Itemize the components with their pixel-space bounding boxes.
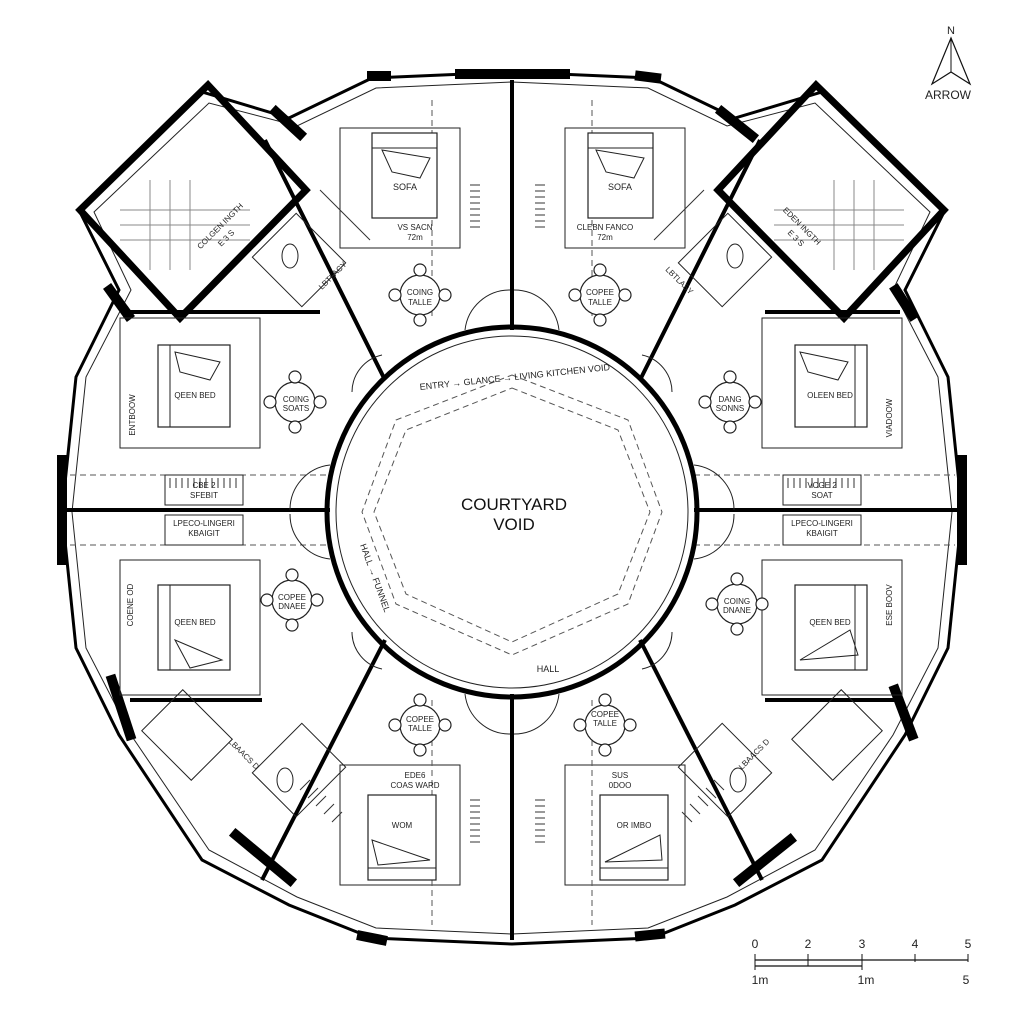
void-label: VOID bbox=[493, 515, 535, 534]
bed-right-upper bbox=[794, 344, 868, 428]
sub-label-bottom-left: EDE6 bbox=[405, 771, 426, 780]
sofa-label-top-left: SOFA bbox=[393, 182, 417, 192]
table-left-lower bbox=[260, 568, 324, 632]
table-label-top-left-2: TALLE bbox=[408, 298, 432, 307]
partitions bbox=[66, 80, 960, 940]
table-label-right-upper-1: DANG bbox=[718, 395, 741, 404]
sub-label-bottom-right: SUS bbox=[612, 771, 628, 780]
side-label-left-lower: COENE OD bbox=[126, 583, 135, 626]
table-label-bottom-right-2: TALLE bbox=[593, 719, 617, 728]
north-letter: N bbox=[947, 25, 955, 37]
bath-label-bottom-right: LBAACS D bbox=[737, 737, 772, 772]
table-label-left-upper-2: SOATS bbox=[283, 404, 310, 413]
ring-label-top: ENTRY → GLANCE → LIVING KITCHEN VOID bbox=[419, 362, 611, 392]
bed-bottom-left bbox=[367, 794, 437, 881]
table-bottom-left bbox=[388, 693, 452, 757]
bed-left-upper bbox=[157, 344, 231, 428]
table-label-right-upper-2: SONNS bbox=[716, 404, 744, 413]
side-label-left-upper: ENTBOOW bbox=[128, 394, 137, 436]
table-right-upper bbox=[698, 370, 762, 434]
sub2-label-bottom-left: COAS WARD bbox=[390, 781, 439, 790]
room-outlines bbox=[119, 127, 903, 886]
courtyard-label: COURTYARD bbox=[461, 495, 567, 514]
table-label-right-lower-1: COING bbox=[724, 597, 750, 606]
sofa-top-left bbox=[371, 132, 438, 219]
scale-tick-4: 5 bbox=[965, 937, 972, 951]
tables bbox=[260, 263, 769, 757]
bed-bottom-right bbox=[599, 794, 669, 881]
closet-label-right-upper-2: SOAT bbox=[811, 491, 832, 500]
scale-tick-1: 2 bbox=[805, 937, 812, 951]
sub2-label-top-right: 72m bbox=[597, 233, 613, 242]
bath-label-bottom-left: LBAACS D bbox=[227, 737, 262, 772]
bed-left-lower bbox=[157, 584, 231, 671]
sofa-label-top-right: SOFA bbox=[608, 182, 632, 192]
sub-label-top-right: CLEBN FANCO bbox=[577, 223, 633, 232]
sub2-label-top-left: 72m bbox=[407, 233, 423, 242]
table-label-top-right-2: TALLE bbox=[588, 298, 612, 307]
ring-label-left: HALL → FUNNEL bbox=[358, 542, 392, 613]
table-left-upper bbox=[263, 370, 327, 434]
furniture bbox=[157, 132, 868, 881]
side-label-right-upper: VIADOOW bbox=[885, 398, 894, 437]
closet-label-left-upper-2: SFEBIT bbox=[190, 491, 218, 500]
scale-unit-0: 1m bbox=[752, 973, 769, 987]
bed-label-right-upper: OLEEN BED bbox=[807, 391, 853, 400]
scale-unit-2: 5 bbox=[963, 973, 970, 987]
bed-right-lower bbox=[794, 584, 868, 671]
closet-label-left-lower-1: LPECO-LINGERI bbox=[173, 519, 235, 528]
closets bbox=[164, 184, 862, 843]
hall-label: HALL bbox=[537, 664, 560, 674]
closet-label-right-lower-2: KBAIGIT bbox=[806, 529, 838, 538]
table-label-top-left-1: COING bbox=[407, 288, 433, 297]
outer-wall bbox=[57, 69, 967, 946]
table-label-top-right-1: COPEE bbox=[586, 288, 614, 297]
sofa-top-right bbox=[587, 132, 654, 219]
sub2-label-bottom-right: 0DOO bbox=[609, 781, 632, 790]
scale-bar: 0 2 3 4 5 1m 1m 5 bbox=[752, 937, 972, 987]
table-top-left bbox=[388, 263, 452, 327]
side-label-right-lower: ESE BOOV bbox=[885, 584, 894, 626]
bed-label-left-upper: QEEN BED bbox=[174, 391, 216, 400]
table-label-right-lower-2: DNANE bbox=[723, 606, 751, 615]
closet-label-right-upper-1: VCGE 2 bbox=[807, 481, 837, 490]
courtyard: COURTYARD VOID HALL ENTRY → GLANCE → LIV… bbox=[289, 289, 735, 735]
wet-rooms bbox=[120, 180, 904, 818]
sub-label-top-left: VS SACN bbox=[397, 223, 432, 232]
closet-label-left-lower-2: KBAIGIT bbox=[188, 529, 220, 538]
table-label-left-upper-1: COING bbox=[283, 395, 309, 404]
table-right-lower bbox=[705, 572, 769, 636]
bed-label-right-lower: QEEN BED bbox=[809, 618, 851, 627]
bath-label-top-left: LBTLACY bbox=[317, 259, 349, 291]
table-label-left-lower-2: DNAEE bbox=[278, 602, 306, 611]
scale-tick-3: 4 bbox=[912, 937, 919, 951]
north-label: ARROW bbox=[925, 88, 972, 102]
table-label-left-lower-1: COPEE bbox=[278, 593, 306, 602]
closet-label-right-lower-1: LPECO-LINGERI bbox=[791, 519, 853, 528]
bed-label-bottom-right: OR IMBO bbox=[617, 821, 652, 830]
table-label-bottom-left-2: TALLE bbox=[408, 724, 432, 733]
table-top-right bbox=[568, 263, 632, 327]
scale-tick-0: 0 bbox=[752, 937, 759, 951]
closet-label-left-upper-1: CBE 2 bbox=[192, 481, 216, 490]
bed-label-bottom-left: WOM bbox=[392, 821, 413, 830]
north-arrow: N ARROW bbox=[925, 25, 972, 102]
scale-unit-1: 1m bbox=[858, 973, 875, 987]
scale-tick-2: 3 bbox=[859, 937, 866, 951]
table-label-bottom-left-1: COPEE bbox=[406, 715, 434, 724]
bed-label-left-lower: QEEN BED bbox=[174, 618, 216, 627]
table-bottom-right bbox=[573, 693, 637, 757]
table-label-bottom-right-1: COPEE bbox=[591, 710, 619, 719]
